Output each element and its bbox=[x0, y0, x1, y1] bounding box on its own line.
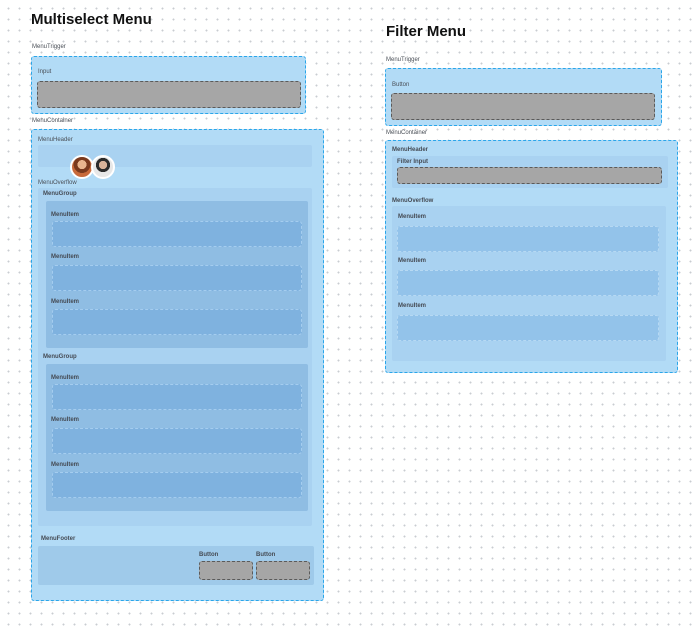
menu-item-label: MenuItem bbox=[51, 212, 80, 218]
menu-item[interactable] bbox=[52, 428, 302, 454]
filter-menu-container: MenuHeader Filter Input MenuOverflow Men… bbox=[385, 140, 678, 373]
filter-title: Filter Menu bbox=[386, 23, 467, 40]
multiselect-trigger-label: MenuTrigger bbox=[32, 44, 66, 50]
menu-item-label: MenuItem bbox=[398, 214, 427, 220]
multiselect-menu-trigger[interactable]: Input bbox=[31, 56, 306, 114]
menu-overflow: MenuGroup MenuItem MenuItem MenuItem Men… bbox=[38, 188, 312, 526]
menu-item-label: MenuItem bbox=[51, 462, 80, 468]
menu-header: Filter Input bbox=[392, 156, 668, 188]
footer-button-1[interactable] bbox=[199, 561, 253, 580]
menu-overflow-label: MenuOverflow bbox=[38, 180, 77, 186]
menu-item-label: MenuItem bbox=[51, 417, 80, 423]
menu-group-label: MenuGroup bbox=[43, 354, 77, 360]
menu-item[interactable] bbox=[52, 265, 302, 291]
menu-item-label: MenuItem bbox=[51, 375, 80, 381]
menu-item[interactable] bbox=[397, 315, 659, 341]
menu-item[interactable] bbox=[52, 384, 302, 410]
menu-item-label: MenuItem bbox=[51, 254, 80, 260]
multiselect-container-label: MenuContainer bbox=[32, 118, 74, 124]
menu-item[interactable] bbox=[52, 309, 302, 335]
menu-item-label: MenuItem bbox=[51, 299, 80, 305]
menu-item-label: MenuItem bbox=[398, 303, 427, 309]
input-label: Input bbox=[38, 69, 52, 75]
menu-item[interactable] bbox=[52, 472, 302, 498]
menu-item[interactable] bbox=[52, 221, 302, 247]
filter-container-label: MenuContainer bbox=[386, 130, 428, 136]
footer-button-label: Button bbox=[199, 552, 219, 558]
menu-footer: Button Button bbox=[38, 546, 314, 585]
menu-group: MenuItem MenuItem MenuItem bbox=[46, 364, 308, 511]
menu-group: MenuItem MenuItem MenuItem bbox=[46, 201, 308, 348]
menu-overflow: MenuItem MenuItem MenuItem bbox=[392, 206, 666, 361]
filter-input[interactable] bbox=[397, 167, 662, 184]
multiselect-menu-container: MenuHeader MenuOverflow MenuGroup MenuIt… bbox=[31, 129, 324, 601]
menu-item-label: MenuItem bbox=[398, 258, 427, 264]
collaborator-avatar[interactable] bbox=[91, 155, 115, 179]
filter-menu-trigger[interactable]: Button bbox=[385, 68, 662, 126]
menu-header-label: MenuHeader bbox=[392, 147, 429, 153]
footer-button-2[interactable] bbox=[256, 561, 310, 580]
menu-item[interactable] bbox=[397, 226, 659, 252]
menu-group-label: MenuGroup bbox=[43, 191, 77, 197]
menu-footer-label: MenuFooter bbox=[41, 536, 76, 542]
filter-trigger-label: MenuTrigger bbox=[386, 57, 420, 63]
button-label: Button bbox=[392, 82, 410, 88]
filter-input-label: Filter Input bbox=[397, 159, 428, 165]
menu-header-label: MenuHeader bbox=[38, 137, 73, 143]
input-slot[interactable] bbox=[37, 81, 301, 108]
button-slot[interactable] bbox=[391, 93, 655, 120]
menu-overflow-label: MenuOverflow bbox=[392, 198, 434, 204]
menu-item[interactable] bbox=[397, 270, 659, 296]
footer-button-label: Button bbox=[256, 552, 276, 558]
multiselect-title: Multiselect Menu bbox=[31, 11, 152, 28]
